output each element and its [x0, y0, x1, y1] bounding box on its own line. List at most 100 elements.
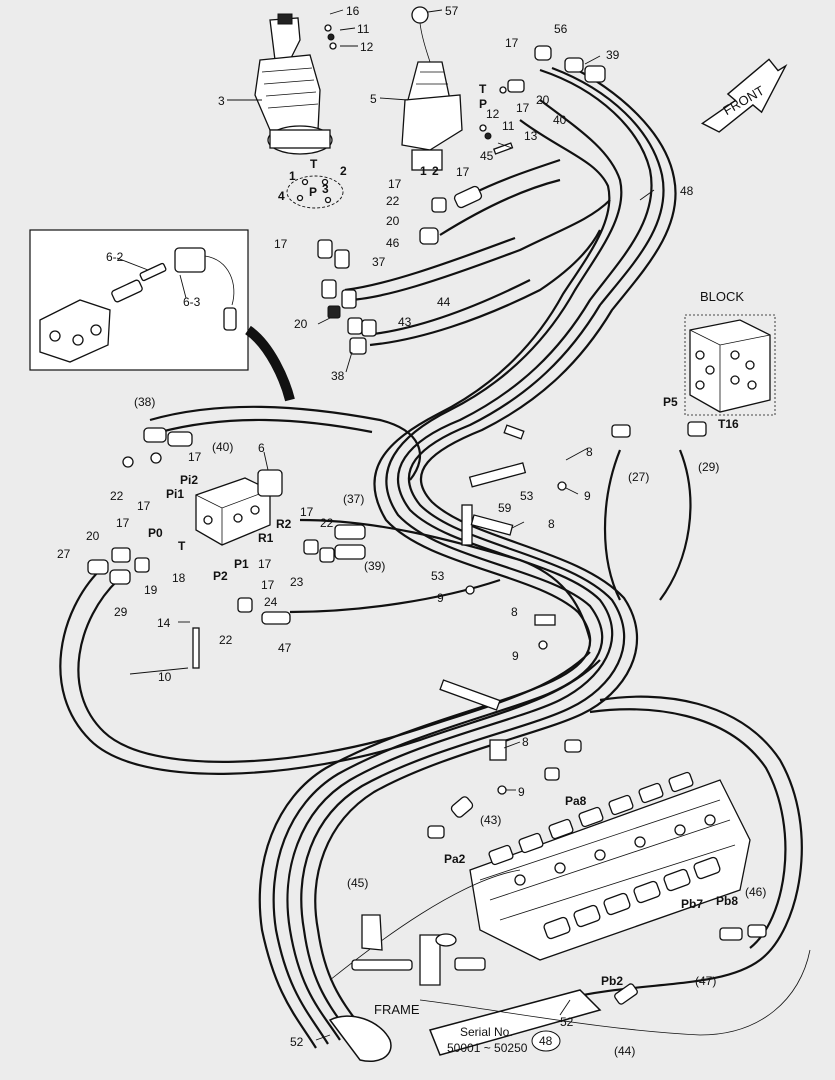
protective-sleeve	[328, 989, 602, 1062]
callout-8: 8	[548, 517, 555, 531]
callout-43-ref: (43)	[480, 813, 501, 827]
circled-48-ring	[531, 1030, 561, 1052]
port-label-T-top: T	[479, 82, 487, 96]
port-label-Pa2: Pa2	[444, 852, 466, 866]
port-label-3: 3	[322, 182, 329, 196]
callout-17: 17	[188, 450, 202, 464]
callout-8: 8	[522, 735, 529, 749]
port-label-4: 4	[278, 189, 285, 203]
port-label-Pb8: Pb8	[716, 894, 738, 908]
callout-22: 22	[386, 194, 400, 208]
port-label-T: T	[310, 157, 318, 171]
serial-range: 50001 ~ 50250	[447, 1041, 528, 1055]
callout-46: 46	[386, 236, 400, 250]
hose-clamps	[439, 424, 567, 795]
callout-27-ref: (27)	[628, 470, 649, 484]
callout-9: 9	[512, 649, 519, 663]
callout-39: 39	[606, 48, 620, 62]
frame-outline	[329, 869, 811, 1036]
main-control-valve	[427, 739, 767, 1005]
inset-detail-box	[29, 229, 295, 402]
port-label-P0: P0	[148, 526, 163, 540]
callout-6-3: 6-3	[183, 295, 201, 309]
left-joystick-assembly	[254, 13, 337, 155]
right-joystick-assembly	[401, 6, 514, 171]
port-label-T-left: T	[178, 539, 186, 553]
callout-43: 43	[398, 315, 412, 329]
callout-37-ref: (37)	[343, 492, 364, 506]
callout-17: 17	[300, 505, 314, 519]
callout-45-ref: (45)	[347, 876, 368, 890]
callout-11: 11	[502, 119, 515, 133]
callout-10: 10	[158, 670, 172, 684]
callout-48-circled: 48	[539, 1034, 553, 1048]
callout-22: 22	[219, 633, 233, 647]
callout-48: 48	[680, 184, 694, 198]
callout-16: 16	[346, 4, 360, 18]
callout-6-2: 6-2	[106, 250, 124, 264]
callout-18: 18	[172, 571, 186, 585]
solenoid-valve-block	[87, 427, 366, 669]
callout-40-ref: (40)	[212, 440, 233, 454]
hose-bundle-upper	[258, 63, 677, 1049]
callout-20: 20	[386, 214, 400, 228]
port-label-2: 2	[340, 164, 347, 178]
callout-29: 29	[114, 605, 128, 619]
callout-22: 22	[110, 489, 124, 503]
callout-27: 27	[57, 547, 71, 561]
callout-56: 56	[554, 22, 568, 36]
callout-52: 52	[290, 1035, 304, 1049]
port-label-1-top: 1	[420, 164, 427, 178]
port-label-2-top: 2	[432, 164, 439, 178]
valve-spools	[488, 771, 721, 940]
callout-38-ref: (38)	[134, 395, 155, 409]
callout-20: 20	[294, 317, 308, 331]
callout-39-ref: (39)	[364, 559, 385, 573]
serial-label: Serial No.	[460, 1025, 513, 1039]
callout-44-ref: (44)	[614, 1044, 635, 1058]
port-label-Pb7: Pb7	[681, 897, 703, 911]
port-label-Pa8: Pa8	[565, 794, 587, 808]
callout-40: 40	[553, 113, 567, 127]
frame-label: FRAME	[374, 1002, 420, 1017]
callout-24: 24	[264, 595, 278, 609]
hose-left-loop	[59, 405, 601, 775]
callout-17: 17	[456, 165, 470, 179]
callout-20: 20	[86, 529, 100, 543]
callout-6: 6	[258, 441, 265, 455]
callout-17: 17	[505, 36, 519, 50]
port-label-P1: P1	[234, 557, 249, 571]
callout-8: 8	[511, 605, 518, 619]
callout-57: 57	[445, 4, 459, 18]
callout-12: 12	[486, 107, 500, 121]
port-label-R2: R2	[276, 517, 292, 531]
callout-38: 38	[331, 369, 345, 383]
leader-lines	[116, 9, 655, 1041]
port-label-T16: T16	[718, 417, 739, 431]
callout-17: 17	[274, 237, 288, 251]
callout-22: 22	[320, 516, 334, 530]
junction-block	[611, 314, 776, 438]
callout-5: 5	[370, 92, 377, 106]
hose-right-loop	[559, 449, 803, 1002]
callout-14: 14	[157, 616, 171, 630]
block-label: BLOCK	[700, 289, 744, 304]
callout-8: 8	[586, 445, 593, 459]
callout-17: 17	[516, 101, 530, 115]
callout-12: 12	[360, 40, 374, 54]
callout-53: 53	[431, 569, 445, 583]
callout-9: 9	[584, 489, 591, 503]
port-label-P: P	[309, 185, 317, 199]
callout-52: 52	[560, 1015, 574, 1029]
callout-23: 23	[290, 575, 304, 589]
port-label-P2: P2	[213, 569, 228, 583]
callout-19: 19	[144, 583, 158, 597]
callout-3: 3	[218, 94, 225, 108]
port-layout-dashed	[286, 175, 344, 209]
callout-47: 47	[278, 641, 292, 655]
part-labels: 16 11 12 57 3 5 17 56 39 T P 17 20 40 12…	[57, 4, 766, 1058]
callout-46-ref: (46)	[745, 885, 766, 899]
front-arrow: FRONT	[700, 58, 788, 133]
callout-59: 59	[498, 501, 512, 515]
